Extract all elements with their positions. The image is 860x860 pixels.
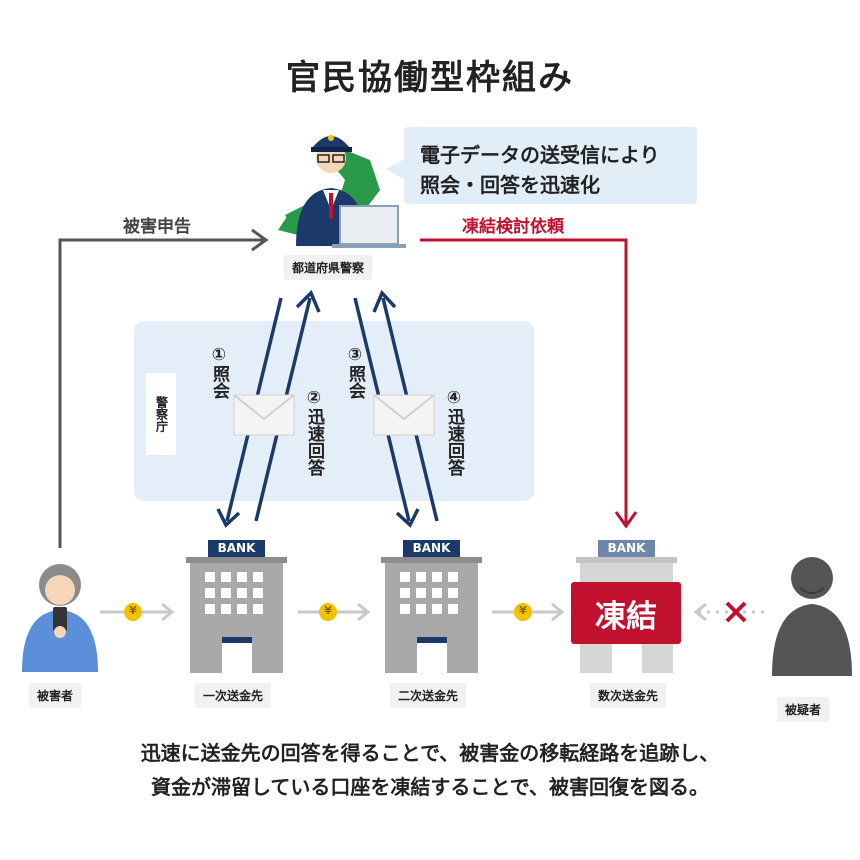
yen-coin-2: ¥: [324, 604, 332, 617]
summary-line-2: 資金が滞留している口座を凍結することで、被害回復を図る。: [151, 775, 709, 799]
money-flow-2: [298, 602, 371, 622]
report-label: 被害申告: [123, 217, 191, 237]
reply-2-label: ②迅速回答: [304, 388, 324, 476]
envelope-icon-2: [373, 394, 435, 436]
envelope-icon-1: [233, 394, 295, 436]
bank2-label: 二次送金先: [390, 683, 467, 708]
diagram-title: 官民協働型枠組み: [286, 58, 574, 98]
summary-line-1: 迅速に送金先の回答を得ることで、被害金の移転経路を追跡し、: [140, 741, 720, 765]
bank-building-1: [186, 540, 287, 673]
report-arrow: [58, 228, 269, 548]
money-flow-3: [492, 602, 565, 622]
police-officer-icon: [278, 135, 406, 248]
npa-area: [134, 321, 534, 501]
freeze-request-label: 凍結検討依頼: [462, 217, 564, 237]
yen-coin-3: ¥: [519, 604, 527, 617]
suspect-label: 被疑者: [777, 697, 830, 722]
bank-sign-2: BANK: [412, 541, 451, 555]
blocked-flow: [693, 601, 770, 623]
cross-icon: [725, 601, 747, 623]
bank1-label: 一次送金先: [195, 683, 272, 708]
summary-text: 迅速に送金先の回答を得ることで、被害金の移転経路を追跡し、 資金が滞留している口…: [0, 736, 860, 804]
npa-label: 警察庁: [146, 373, 176, 455]
bubble-line-1: 電子データの送受信により: [420, 143, 660, 167]
yen-coin-1: ¥: [129, 604, 137, 617]
inquiry-1-label: ①照会: [209, 345, 229, 399]
bank-sign-1: BANK: [217, 541, 256, 555]
bubble-tail: [386, 159, 404, 179]
reply-4-label: ④迅速回答: [444, 388, 464, 476]
suspect-person-icon: [772, 557, 852, 676]
police-label: 都道府県警察: [284, 255, 373, 280]
freeze-badge: 凍結: [571, 582, 681, 644]
freeze-request-arrow: [420, 238, 638, 529]
victim-label: 被害者: [29, 683, 82, 708]
bank3-label: 数次送金先: [590, 683, 667, 708]
bubble-line-2: 照会・回答を迅速化: [420, 173, 600, 197]
money-flow-1: [100, 602, 175, 622]
bank-building-2: [381, 540, 482, 673]
bank-sign-3: BANK: [607, 541, 646, 555]
inquiry-3-label: ③照会: [345, 345, 365, 399]
victim-person-icon: [22, 564, 98, 672]
speech-bubble-text: 電子データの送受信により 照会・回答を迅速化: [420, 140, 660, 200]
speech-bubble: [404, 127, 697, 204]
